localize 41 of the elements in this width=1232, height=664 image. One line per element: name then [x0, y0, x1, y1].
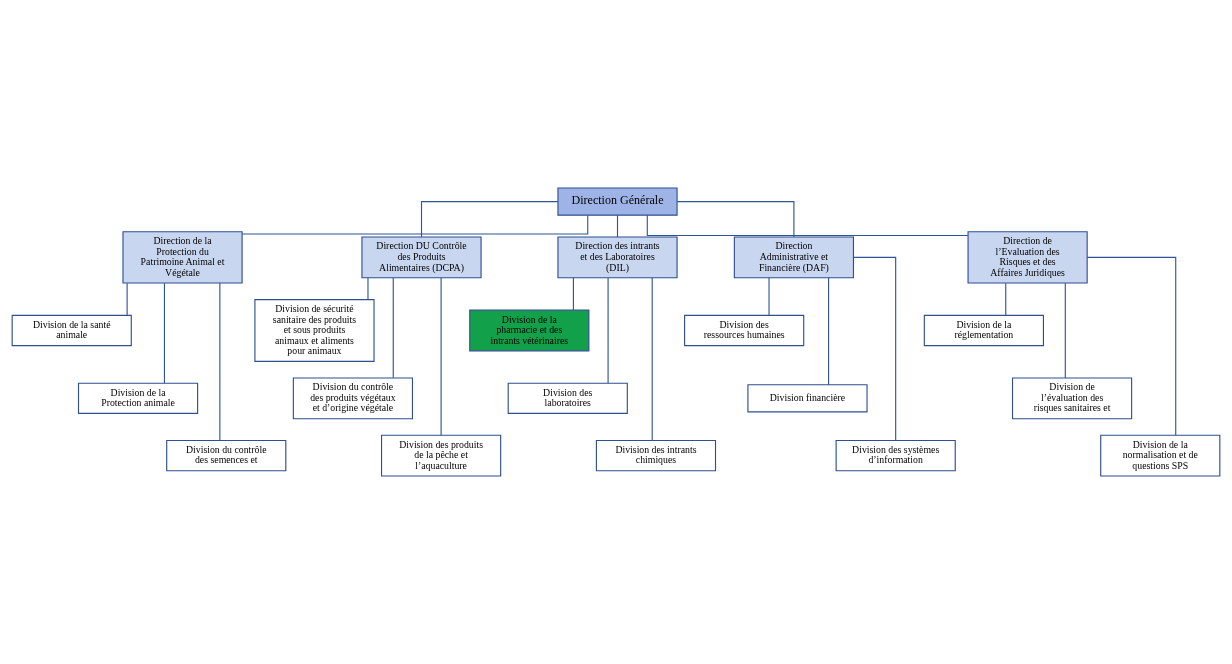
connector [646, 214, 969, 237]
connector [163, 282, 165, 384]
connector [1086, 256, 1177, 436]
node-box: Direction Administrative et Financière (DAF) [733, 236, 855, 279]
node-box: Division de l’évaluation des risques sanitaires et [1011, 377, 1133, 420]
node-box: Division du contrôle des semences et [166, 440, 287, 472]
connector [1064, 282, 1066, 379]
connector [768, 277, 770, 316]
connector [241, 214, 589, 235]
node-box: Division de la Protection animale [77, 382, 199, 414]
node-box: Direction Générale [557, 187, 678, 216]
node-box: Division de sécurité sanitaire des produits et sous produits animaux et aliments pour animaux [254, 299, 375, 362]
node-box: Direction des intrants et des Laboratoires (DIL) [557, 236, 678, 279]
connector [607, 277, 609, 384]
connector [126, 282, 128, 316]
connector [828, 277, 830, 386]
connector [676, 201, 795, 238]
connector [572, 277, 574, 311]
node-box: Division du contrôle des produits végétaux et d’origine végétale [292, 377, 414, 420]
node-box: Direction de la Protection du Patrimoine Animal et Végétale [122, 231, 243, 284]
node-box: Division des intrants chimiques [595, 440, 717, 472]
connector [651, 277, 653, 441]
connector [440, 277, 442, 436]
node-box: Division financière [747, 384, 868, 413]
node-box: Division de la normalisation et de questions SPS [1100, 434, 1221, 477]
connector [853, 256, 897, 441]
connector [392, 277, 394, 379]
node-box: Division des ressources humaines [684, 314, 805, 347]
node-box: Direction de l’Evaluation des Risques et des Affaires Juridiques [967, 231, 1088, 284]
connector [420, 201, 559, 238]
connector [367, 277, 369, 301]
node-box: Division de la santé animale [11, 314, 132, 347]
node-box: Division des produits de la pêche et l’aquaculture [381, 434, 502, 477]
connector [1005, 282, 1007, 316]
node-box: Division de la pharmacie et des intrants vétérinaires [469, 309, 590, 352]
node-box: Division des systèmes d’information [835, 440, 956, 472]
node-box: Division des laboratoires [507, 382, 628, 414]
node-box: Direction DU Contrôle des Produits Alimentaires (DCPA) [361, 236, 482, 279]
connector [219, 282, 221, 442]
connector [616, 214, 619, 238]
node-box: Division de la réglementation [923, 314, 1044, 347]
